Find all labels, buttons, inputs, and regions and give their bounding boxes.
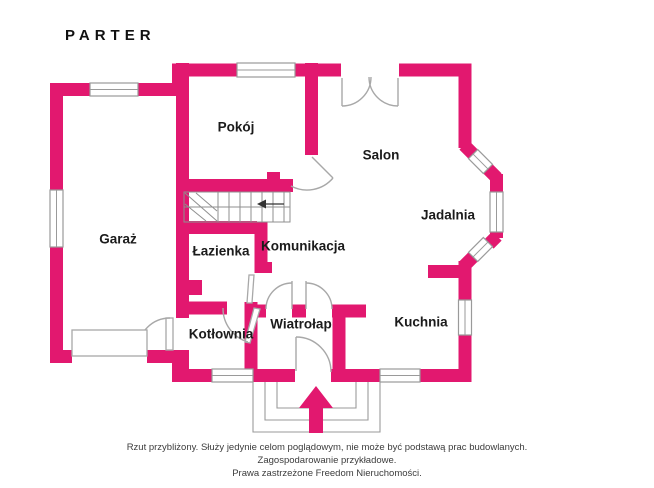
wiatrolap-right-door [305, 281, 333, 310]
bay-center-window [489, 191, 504, 233]
disclaimer: Rzut przybliżony. Służy jedynie celom po… [0, 441, 654, 480]
room-label-kotlownia: Kotłownia [188, 326, 254, 342]
kotlownia-window [211, 368, 254, 383]
wiatrolap-left-door [265, 281, 293, 310]
kuchnia-right-window [457, 299, 473, 336]
salon-door [290, 156, 334, 191]
room-label-salon: Salon [362, 147, 400, 163]
entrance-door [295, 336, 332, 373]
room-label-pokoj: Pokój [217, 119, 255, 135]
kotlownia-door [222, 307, 261, 344]
inner-walls [176, 63, 468, 382]
outer-walls [50, 63, 503, 382]
bay-upper-window [467, 148, 494, 175]
garage-gate [71, 329, 148, 357]
pokoj-window [236, 62, 296, 78]
bay-lower-window [467, 236, 494, 263]
kuchnia-bottom-window [379, 368, 421, 383]
room-label-jadalnia: Jadalnia [420, 207, 476, 223]
salon-french-door [341, 76, 399, 107]
entrance-arrow-icon [299, 386, 333, 433]
room-label-kuchnia: Kuchnia [394, 314, 448, 330]
lazienka-door [246, 274, 255, 304]
stairs [183, 191, 291, 223]
garage-left-window [49, 189, 64, 248]
disclaimer-line-3: Prawa zastrzeżone Freedom Nieruchomości. [232, 468, 422, 479]
windows [49, 62, 504, 383]
room-label-garaz: Garaż [99, 231, 137, 247]
disclaimer-line-1: Rzut przybliżony. Służy jedynie celom po… [126, 442, 528, 453]
garage-top-window [89, 82, 139, 97]
doors [71, 76, 399, 373]
room-label-lazienka: Łazienka [192, 243, 250, 259]
page-title: PARTER [65, 27, 156, 44]
disclaimer-line-2: Zagospodarowanie przykładowe. [257, 455, 397, 466]
room-label-wiatrolap: Wiatrołap [270, 316, 332, 332]
room-label-komunikacja: Komunikacja [260, 238, 346, 254]
stairs-direction-arrow-icon [257, 199, 284, 209]
